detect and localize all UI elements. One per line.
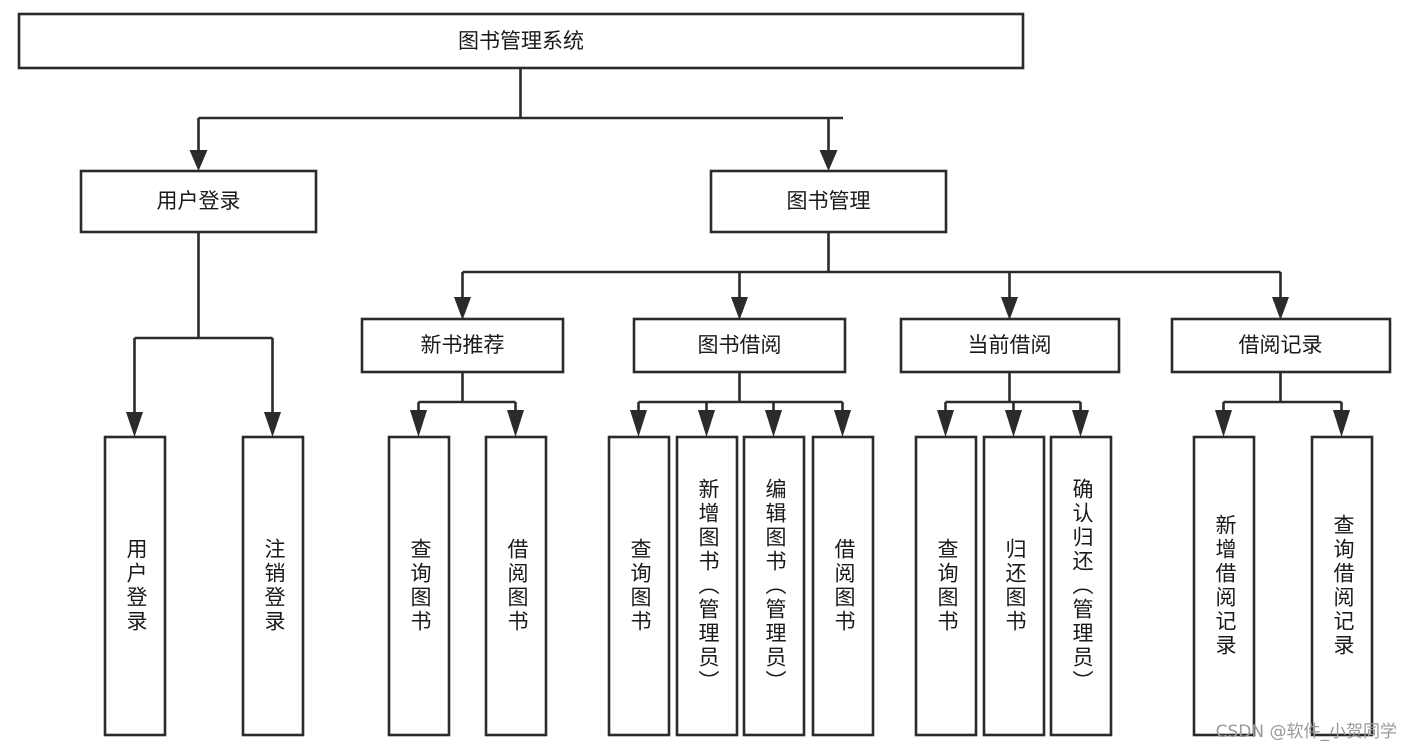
node-book-borrow[interactable]: 图书借阅 bbox=[632, 317, 847, 374]
arrow-head-br-leaf-1 bbox=[1215, 410, 1232, 437]
leaf-book-borrow-query-box[interactable] bbox=[607, 435, 671, 737]
arrow-head-bb-leaf-1 bbox=[630, 410, 647, 437]
node-current-borrow-box[interactable] bbox=[899, 317, 1121, 374]
leaf-user-login-logout[interactable]: 注销登录 bbox=[241, 435, 305, 737]
leaf-current-borrow-return[interactable]: 归还图书 bbox=[982, 435, 1046, 737]
arrow-head-borrow-record bbox=[1272, 297, 1289, 320]
leaf-current-borrow-confirm-box[interactable] bbox=[1049, 435, 1113, 737]
leaf-user-login-logout-box[interactable] bbox=[241, 435, 305, 737]
leaf-book-borrow-borrow-box[interactable] bbox=[811, 435, 875, 737]
node-user-login-box[interactable] bbox=[79, 169, 318, 234]
leaf-borrow-record-add-label: 新增借阅记录 bbox=[1213, 514, 1237, 658]
arrow-head-leaf-logout bbox=[264, 412, 281, 437]
node-book-management-label: 图书管理 bbox=[787, 189, 871, 213]
arrow-head-cb-leaf-1 bbox=[937, 410, 954, 437]
leaf-book-borrow-query[interactable]: 查询图书 bbox=[607, 435, 671, 737]
leaf-current-borrow-return-box[interactable] bbox=[982, 435, 1046, 737]
leaf-book-borrow-add[interactable]: 新增图书（管理员） bbox=[675, 435, 739, 737]
leaf-current-borrow-confirm-label: 确认归还（管理员） bbox=[1070, 478, 1094, 694]
csdn-watermark: CSDN @软件_小贺同学 bbox=[1215, 722, 1397, 742]
node-borrow-record-label: 借阅记录 bbox=[1239, 333, 1323, 357]
leaf-new-book-borrow-box[interactable] bbox=[484, 435, 548, 737]
leaf-book-borrow-borrow[interactable]: 借阅图书 bbox=[811, 435, 875, 737]
leaf-book-borrow-add-label: 新增图书（管理员） bbox=[696, 478, 720, 694]
node-user-login-label: 用户登录 bbox=[157, 189, 241, 213]
leaf-borrow-record-query-box[interactable] bbox=[1310, 435, 1374, 737]
node-borrow-record-box[interactable] bbox=[1170, 317, 1392, 374]
arrow-head-book-borrow bbox=[731, 297, 748, 320]
leaf-book-borrow-edit-box[interactable] bbox=[742, 435, 806, 737]
node-root-box[interactable] bbox=[17, 12, 1025, 70]
node-borrow-record[interactable]: 借阅记录 bbox=[1170, 317, 1392, 374]
leaf-new-book-query-box[interactable] bbox=[387, 435, 451, 737]
node-book-management-box[interactable] bbox=[709, 169, 948, 234]
leaf-user-login-login-label: 用户登录 bbox=[124, 538, 148, 634]
arrow-head-cb-leaf-3 bbox=[1072, 410, 1089, 437]
node-book-borrow-label: 图书借阅 bbox=[698, 333, 782, 357]
leaf-user-login-login-box[interactable] bbox=[103, 435, 167, 737]
arrow-head-book-manage bbox=[819, 150, 838, 171]
leaf-new-book-query[interactable]: 查询图书 bbox=[387, 435, 451, 737]
leaf-borrow-record-query[interactable]: 查询借阅记录 bbox=[1310, 435, 1374, 737]
node-book-management[interactable]: 图书管理 bbox=[709, 169, 948, 234]
leaf-new-book-borrow-label: 借阅图书 bbox=[505, 538, 529, 634]
leaf-new-book-query-label: 查询图书 bbox=[408, 538, 432, 634]
leaf-current-borrow-query-label: 查询图书 bbox=[935, 538, 959, 634]
node-new-book-recommend-label: 新书推荐 bbox=[421, 333, 505, 357]
leaf-borrow-record-add[interactable]: 新增借阅记录 bbox=[1192, 435, 1256, 737]
leaf-new-book-borrow[interactable]: 借阅图书 bbox=[484, 435, 548, 737]
arrow-head-bb-leaf-4 bbox=[834, 410, 851, 437]
arrow-head-nb-leaf-2 bbox=[507, 410, 524, 437]
arrow-head-leaf-user-login bbox=[126, 412, 143, 437]
arrow-head-bb-leaf-3 bbox=[765, 410, 782, 437]
node-root-book-management-system[interactable]: 图书管理系统 bbox=[17, 12, 1025, 70]
leaf-book-borrow-edit[interactable]: 编辑图书（管理员） bbox=[742, 435, 806, 737]
node-current-borrow[interactable]: 当前借阅 bbox=[899, 317, 1121, 374]
leaf-user-login-login[interactable]: 用户登录 bbox=[103, 435, 167, 737]
leaf-current-borrow-return-label: 归还图书 bbox=[1003, 538, 1027, 634]
arrow-head-user-login bbox=[189, 150, 208, 171]
node-user-login[interactable]: 用户登录 bbox=[79, 169, 318, 234]
arrow-head-new-book bbox=[454, 297, 471, 320]
node-new-book-recommend[interactable]: 新书推荐 bbox=[360, 317, 565, 374]
node-book-borrow-box[interactable] bbox=[632, 317, 847, 374]
leaf-book-borrow-edit-label: 编辑图书（管理员） bbox=[763, 478, 787, 694]
leaf-user-login-logout-label: 注销登录 bbox=[262, 538, 286, 634]
leaf-current-borrow-confirm[interactable]: 确认归还（管理员） bbox=[1049, 435, 1113, 737]
leaf-borrow-record-query-label: 查询借阅记录 bbox=[1331, 514, 1355, 658]
arrow-head-bb-leaf-2 bbox=[698, 410, 715, 437]
leaf-book-borrow-borrow-label: 借阅图书 bbox=[832, 538, 856, 634]
arrow-head-nb-leaf-1 bbox=[410, 410, 427, 437]
leaf-current-borrow-query-box[interactable] bbox=[914, 435, 978, 737]
node-root-label: 图书管理系统 bbox=[458, 29, 584, 53]
arrow-head-cb-leaf-2 bbox=[1005, 410, 1022, 437]
leaf-borrow-record-add-box[interactable] bbox=[1192, 435, 1256, 737]
node-new-book-recommend-box[interactable] bbox=[360, 317, 565, 374]
leaf-book-borrow-add-box[interactable] bbox=[675, 435, 739, 737]
arrow-head-current-borrow bbox=[1001, 297, 1018, 320]
arrow-head-br-leaf-2 bbox=[1333, 410, 1350, 437]
leaf-book-borrow-query-label: 查询图书 bbox=[628, 538, 652, 634]
connector-layer bbox=[126, 68, 1350, 437]
node-current-borrow-label: 当前借阅 bbox=[968, 333, 1052, 357]
leaf-current-borrow-query[interactable]: 查询图书 bbox=[914, 435, 978, 737]
